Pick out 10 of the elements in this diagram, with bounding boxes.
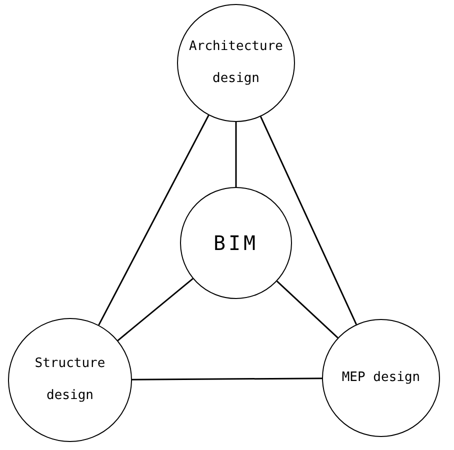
connector-line	[276, 280, 338, 338]
node-label: BIM	[213, 230, 259, 257]
connector-line	[132, 378, 322, 380]
node-label: MEP design	[342, 369, 420, 387]
connector-line	[235, 122, 237, 187]
connector-line	[117, 278, 194, 342]
node-label: Architecture design	[189, 38, 283, 88]
connector-line	[98, 114, 210, 326]
connector-line	[260, 116, 358, 325]
node-label: Structure design	[34, 355, 106, 405]
